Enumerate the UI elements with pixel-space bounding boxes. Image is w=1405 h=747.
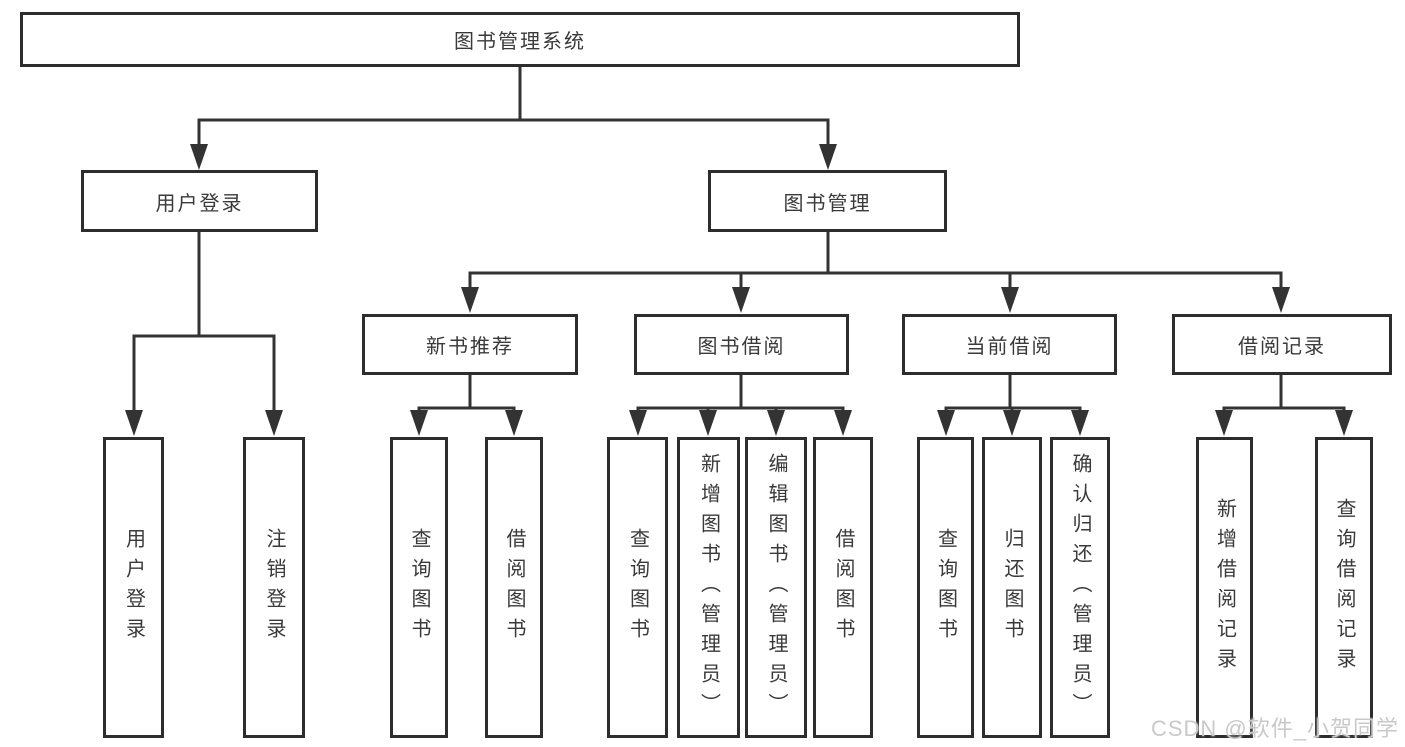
node-book-management: 图书管理 — [708, 170, 947, 232]
node-label: 当前借阅 — [965, 336, 1054, 358]
node-library-management-system: 图书管理系统 — [20, 12, 1020, 67]
node-current-borrowing: 当前借阅 — [902, 314, 1117, 375]
node-label: 新增借阅记录 — [1213, 497, 1236, 678]
node-label: 归还图书 — [1001, 527, 1023, 648]
node-label: 查询借阅记录 — [1333, 497, 1355, 678]
node-label: 注销登录 — [263, 527, 285, 648]
node-label: 借阅记录 — [1238, 336, 1326, 358]
node-label: 查询图书 — [626, 527, 649, 648]
node-nbr-query-books: 查询图书 — [390, 437, 448, 738]
node-cb-query-books: 查询图书 — [917, 437, 974, 738]
node-nbr-borrow-books: 借阅图书 — [485, 437, 543, 738]
node-bb-borrow-books: 借阅图书 — [813, 437, 873, 738]
node-br-add-record: 新增借阅记录 — [1196, 437, 1253, 738]
node-bb-edit-books-admin: 编辑图书（管理员） — [745, 437, 807, 738]
node-cb-confirm-return-admin: 确认归还（管理员） — [1050, 437, 1110, 738]
node-label: 查询图书 — [934, 527, 957, 648]
node-label: 用户登录 — [155, 192, 244, 215]
node-user-login: 用户登录 — [81, 170, 318, 232]
node-new-book-recommendation: 新书推荐 — [362, 314, 578, 375]
node-label: 编辑图书（管理员） — [765, 452, 787, 723]
node-label: 用户登录 — [122, 527, 145, 648]
node-cb-return-books: 归还图书 — [982, 437, 1042, 738]
node-label: 新增图书（管理员） — [697, 452, 720, 723]
node-label: 图书管理系统 — [454, 31, 586, 53]
node-label: 确认归还（管理员） — [1069, 452, 1091, 723]
node-label: 借阅图书 — [503, 527, 525, 648]
node-label: 新书推荐 — [426, 336, 514, 358]
node-label: 查询图书 — [408, 527, 430, 648]
node-bb-add-books-admin: 新增图书（管理员） — [677, 437, 740, 738]
node-br-query-record: 查询借阅记录 — [1315, 437, 1373, 738]
node-borrowing-records: 借阅记录 — [1172, 314, 1392, 375]
csdn-watermark: CSDN @软件_小贺同学 — [1150, 716, 1399, 741]
node-label: 借阅图书 — [832, 527, 854, 648]
node-logout: 注销登录 — [243, 437, 305, 738]
node-bb-query-books: 查询图书 — [607, 437, 668, 738]
node-book-borrowing: 图书借阅 — [634, 314, 849, 375]
node-label: 图书借阅 — [697, 336, 786, 358]
node-label: 图书管理 — [783, 192, 872, 215]
node-user-login-leaf: 用户登录 — [103, 437, 164, 738]
